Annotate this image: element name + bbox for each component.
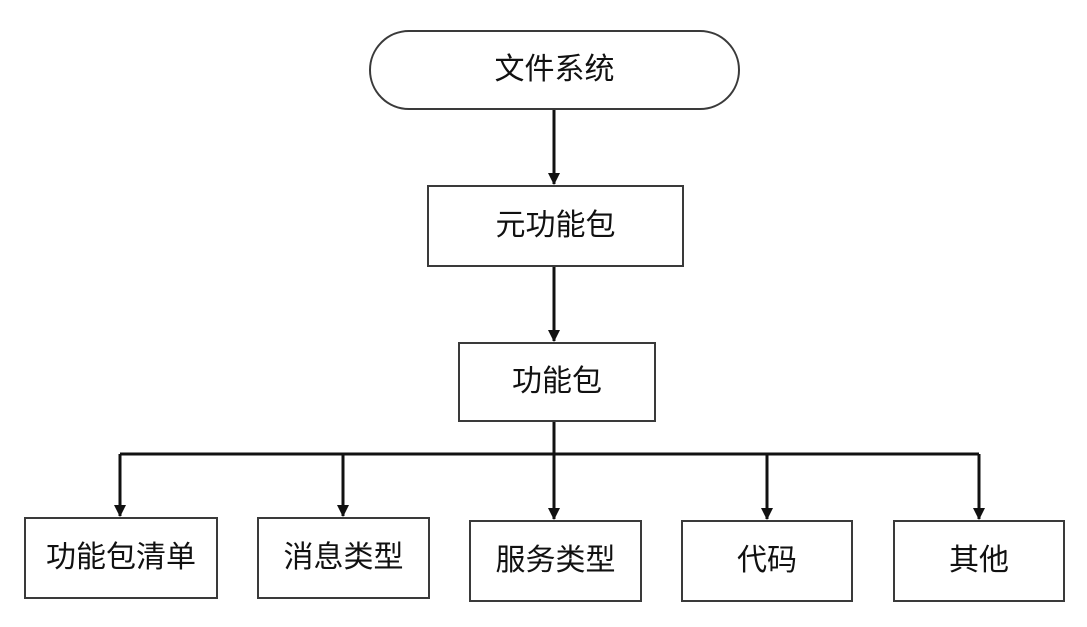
node-package: 功能包 (458, 342, 656, 422)
node-meta-package: 元功能包 (427, 185, 684, 267)
node-package-manifest: 功能包清单 (24, 517, 218, 599)
node-message-type: 消息类型 (257, 517, 430, 599)
node-file-system: 文件系统 (369, 30, 740, 110)
node-service-type: 服务类型 (469, 520, 642, 602)
node-code: 代码 (681, 520, 853, 602)
node-other: 其他 (893, 520, 1065, 602)
